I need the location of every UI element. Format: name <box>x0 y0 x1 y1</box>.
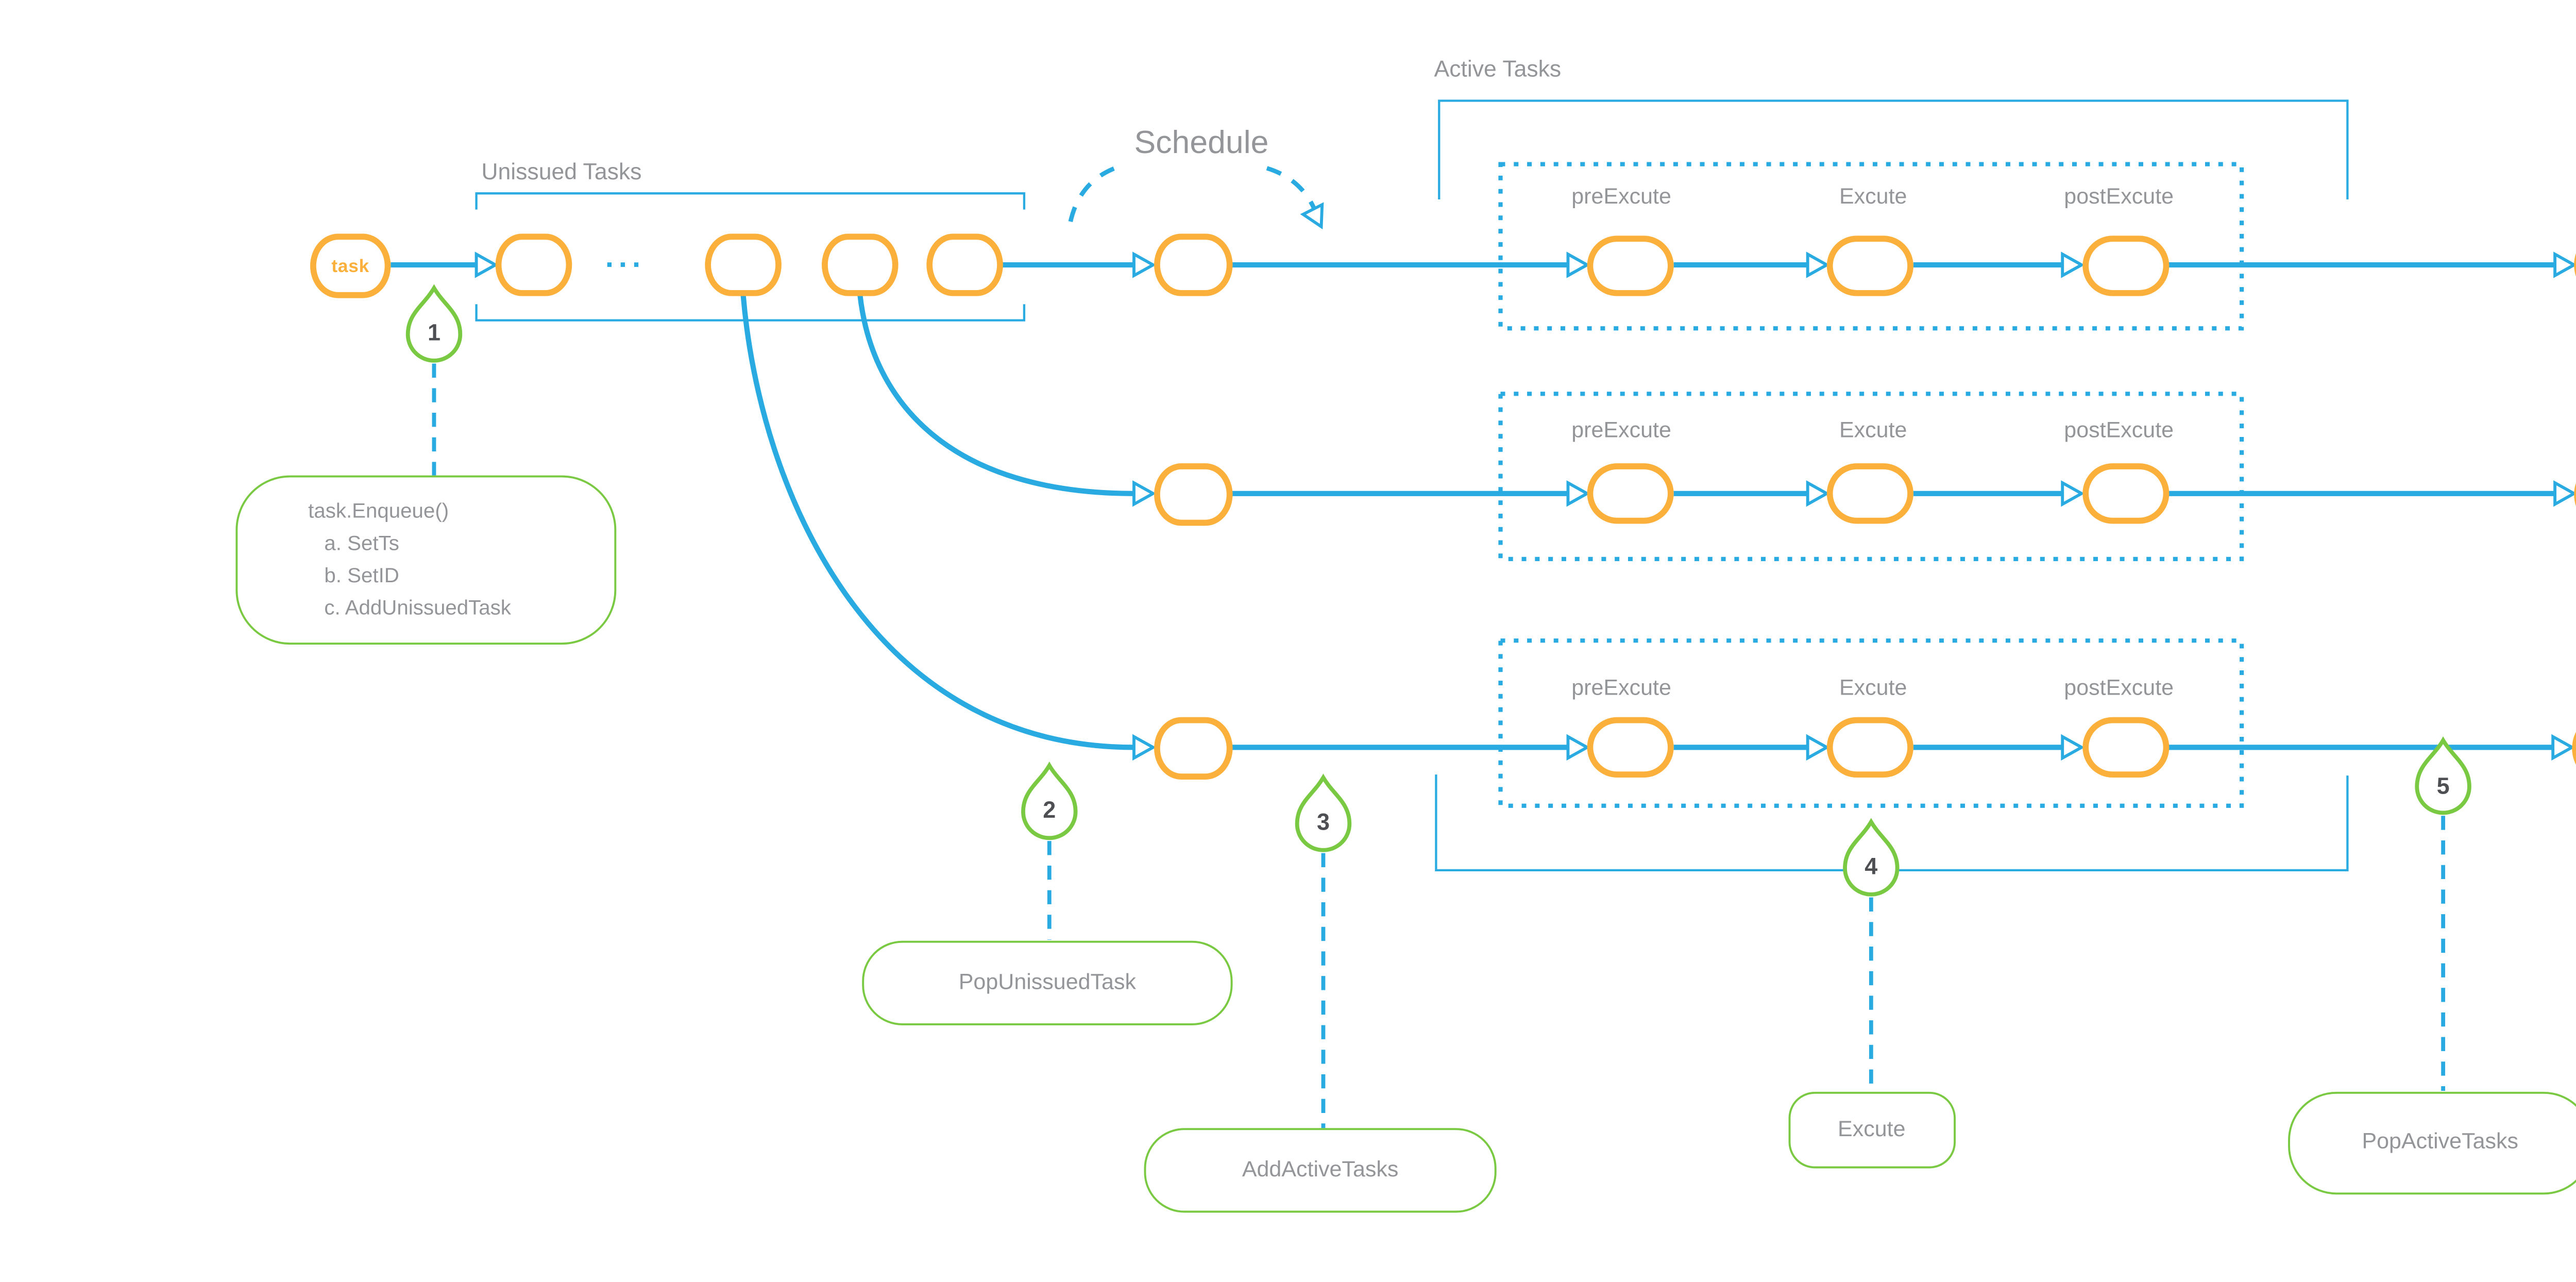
marker-number-2: 2 <box>1043 800 1056 824</box>
node-unissued-queue-3 <box>821 233 897 296</box>
marker-number-1: 1 <box>427 322 440 347</box>
node-postexcute-row1 <box>2081 234 2168 295</box>
teardrop-marker-2 <box>1021 761 1078 840</box>
marker-number-4: 4 <box>1865 856 1878 881</box>
callout-task-enqueue <box>235 475 617 645</box>
callout-pop-unissued-task: PopUnissuedTask <box>862 939 1233 1024</box>
teardrop-marker-5 <box>2415 736 2471 815</box>
teardrop-marker-4 <box>1843 818 1900 897</box>
curve-queue-to-sched2 <box>857 295 1134 496</box>
add-active-tasks-label: AddActiveTasks <box>1242 1158 1399 1183</box>
node-task: task <box>310 232 391 297</box>
active-bracket-top <box>1438 99 2349 200</box>
queue-ellipsis: ... <box>605 241 646 275</box>
node-preexcute-row3 <box>1587 717 1674 778</box>
teardrop-markers <box>405 284 2471 897</box>
row3-arrowheads <box>1566 734 2575 761</box>
teardrop-marker-1 <box>405 284 463 363</box>
pop-active-tasks-label: PopActiveTasks <box>2362 1131 2519 1155</box>
dotted-box-row2 <box>1498 392 2244 561</box>
node-excute-row2 <box>1826 463 1913 524</box>
arrowhead <box>1806 251 1830 278</box>
row1-arrowheads <box>474 251 2576 278</box>
arrowhead <box>474 251 499 278</box>
unissued-tasks-label: Unissued Tasks <box>481 160 642 184</box>
node-preexcute-row1 <box>1587 234 1674 295</box>
arrowhead <box>1806 734 1830 761</box>
node-unissued-queue-1 <box>495 233 572 296</box>
excute-callout-label: Excute <box>1838 1117 1906 1141</box>
node-postexcute-row2 <box>2081 463 2168 524</box>
dotted-box-row1 <box>1498 162 2244 331</box>
pop-unissued-task-label: PopUnissuedTask <box>958 970 1137 994</box>
enqueue-item-a: a. SetTs <box>324 533 399 556</box>
callout-task-enqueue-text: task.Enqueue() a. SetTs b. SetID c. AddU… <box>308 497 511 628</box>
enqueue-item-c: c. AddUnissuedTask <box>324 599 511 621</box>
callout-excute: Excute <box>1787 1090 1956 1168</box>
active-tasks-label: Active Tasks <box>1434 57 1562 82</box>
dotted-box-row3 <box>1498 638 2244 808</box>
preexcute-label-row3: preExcute <box>1571 677 1671 701</box>
preexcute-label-row1: preExcute <box>1571 184 1671 209</box>
task-node-label: task <box>331 255 370 275</box>
unissued-bracket-top <box>475 192 1026 210</box>
node-excute-row1 <box>1826 234 1913 295</box>
callout-pop-active-tasks: PopActiveTasks <box>2288 1090 2576 1195</box>
node-excute-row3 <box>1826 717 1913 778</box>
teardrop-marker-3 <box>1295 773 1352 852</box>
marker-leader-lines <box>432 363 2446 1128</box>
postexcute-label-row2: postExcute <box>2064 418 2174 443</box>
arrowhead <box>1132 480 1157 507</box>
arrowhead <box>1132 251 1157 278</box>
schedule-dashed-arc <box>1068 163 1318 222</box>
arrowhead <box>1132 734 1157 761</box>
node-unissued-queue-4 <box>925 233 1002 296</box>
arrowhead <box>2061 734 2085 761</box>
arrowhead <box>2061 480 2085 507</box>
node-unissued-queue-2 <box>705 233 782 296</box>
arrowhead <box>2553 480 2576 507</box>
node-scheduled-row1 <box>1153 233 1232 296</box>
schedule-arrowhead <box>1300 202 1324 230</box>
schedule-arc-left <box>1068 163 1125 222</box>
node-scheduled-row2 <box>1153 462 1232 525</box>
excute-label-row2: Excute <box>1839 418 1907 443</box>
execution-dotted-boxes <box>1498 162 2244 808</box>
unissued-bracket-bottom <box>475 304 1026 322</box>
schedule-label: Schedule <box>1134 126 1269 160</box>
arrowhead <box>1566 480 1590 507</box>
arrowhead <box>1806 480 1830 507</box>
marker-number-5: 5 <box>2436 774 2450 799</box>
postexcute-label-row1: postExcute <box>2064 184 2174 209</box>
arrowhead <box>2553 251 2576 278</box>
postexcute-label-row3: postExcute <box>2064 677 2174 701</box>
queue-dispatch-curves <box>740 295 1134 750</box>
excute-label-row3: Excute <box>1839 677 1907 701</box>
node-scheduled-row3 <box>1153 716 1232 779</box>
arrowhead <box>1566 734 1590 761</box>
arrowhead <box>2551 734 2575 761</box>
preexcute-label-row2: preExcute <box>1571 418 1671 443</box>
arrowhead <box>1566 251 1590 278</box>
node-postexcute-row3 <box>2081 717 2168 778</box>
arrowhead <box>2061 251 2085 278</box>
callout-add-active-tasks: AddActiveTasks <box>1144 1128 1497 1213</box>
excute-label-row1: Excute <box>1839 184 1907 209</box>
enqueue-item-b: b. SetID <box>324 566 399 588</box>
curve-queue-to-sched3 <box>740 295 1134 750</box>
enqueue-title: task.Enqueue() <box>308 500 449 523</box>
node-preexcute-row2 <box>1587 463 1674 524</box>
unissued-tasks-bracket <box>475 192 1026 322</box>
schedule-arc-right <box>1266 166 1318 214</box>
curve-arrowheads <box>1132 480 1157 761</box>
row2-arrowheads <box>1566 480 2576 507</box>
marker-number-3: 3 <box>1316 812 1330 836</box>
